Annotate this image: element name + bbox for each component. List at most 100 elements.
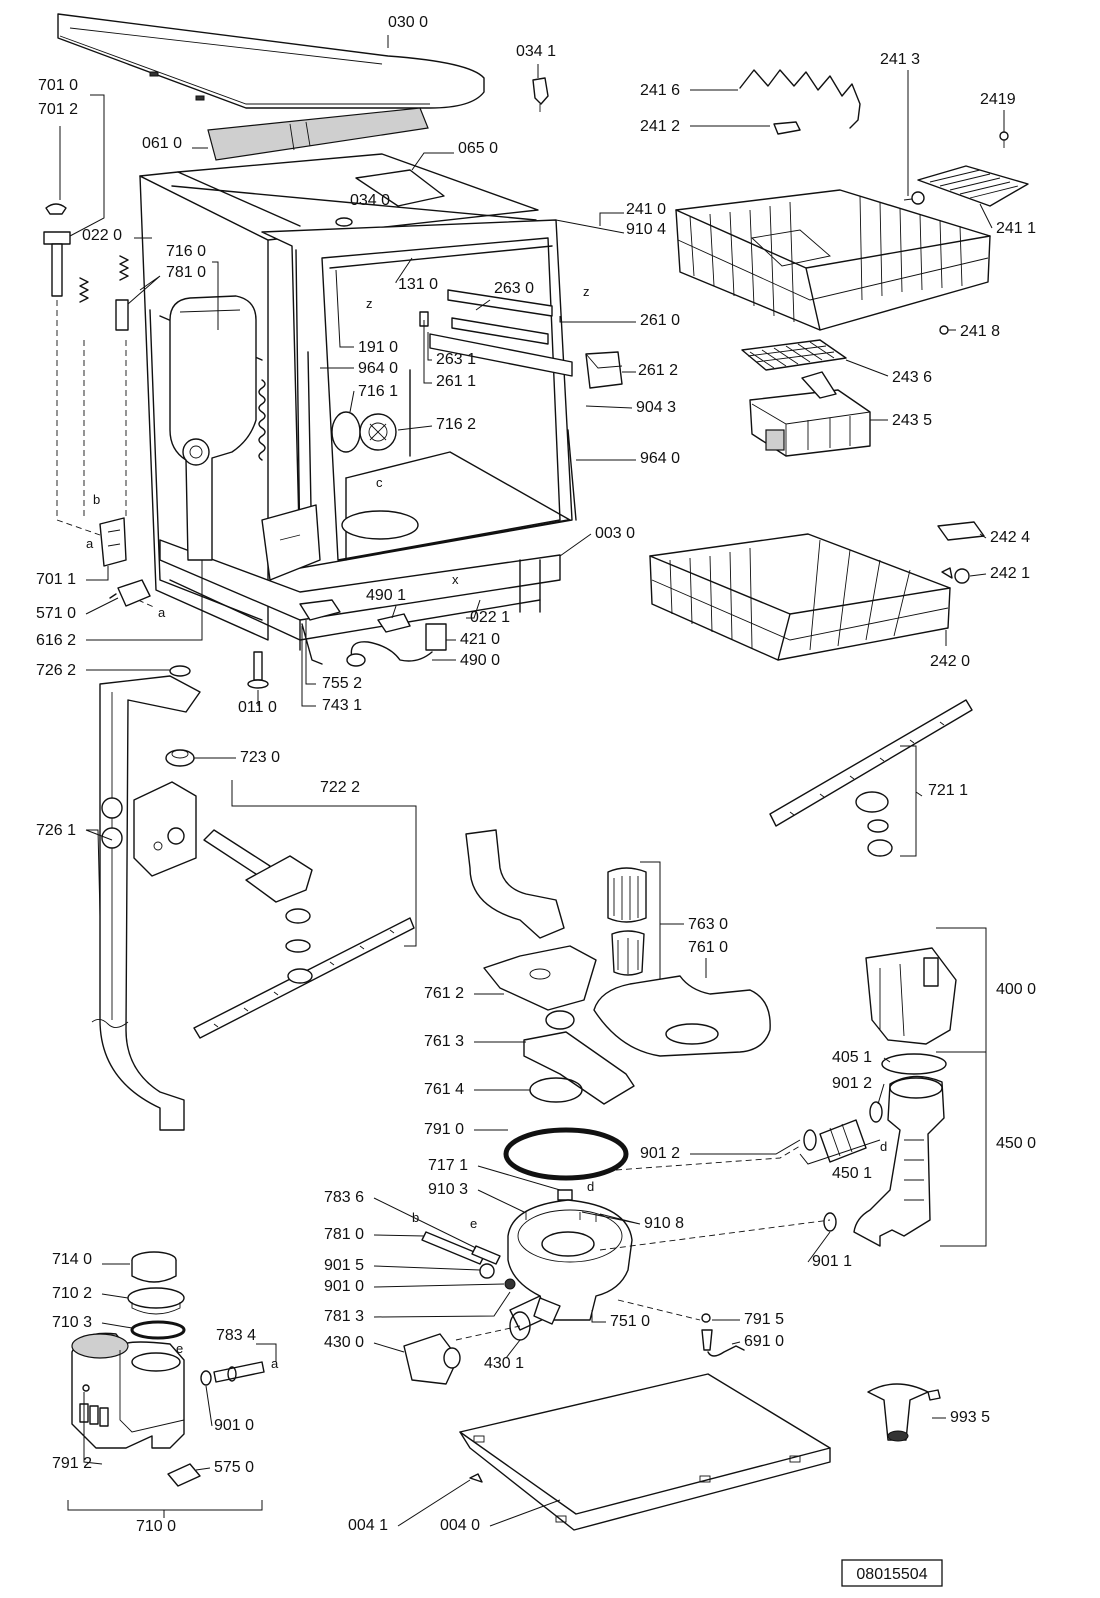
gasket-761-4 bbox=[529, 1077, 583, 1103]
callout-034-0: 034 0 bbox=[350, 192, 390, 209]
wheel-241-3 bbox=[903, 191, 925, 205]
callout-910-8: 910 8 bbox=[644, 1215, 684, 1232]
callout-791-0: 791 0 bbox=[424, 1121, 464, 1138]
callout-714-0: 714 0 bbox=[52, 1251, 92, 1268]
callout-571-0: 571 0 bbox=[36, 605, 76, 622]
marker-e-2: e bbox=[176, 1341, 183, 1356]
callout-191-0: 191 0 bbox=[358, 339, 398, 356]
parts-755-743 bbox=[299, 599, 341, 665]
marker-x-1: x bbox=[452, 572, 459, 587]
callout-755-2: 755 2 bbox=[322, 675, 362, 692]
wheel-242-1 bbox=[941, 567, 970, 584]
clip-241-2 bbox=[773, 121, 801, 135]
marker-a-1: a bbox=[86, 536, 94, 551]
callout-763-0: 763 0 bbox=[688, 916, 728, 933]
switch-575-0 bbox=[167, 1463, 201, 1487]
marker-d-2: d bbox=[880, 1139, 887, 1154]
clamp-901-1 bbox=[823, 1212, 837, 1232]
softener-710-0 bbox=[71, 1332, 185, 1449]
leader-lines bbox=[59, 35, 1005, 1527]
lower-spray-arm-722-2 bbox=[193, 829, 415, 1039]
callout-691-0: 691 0 bbox=[744, 1333, 784, 1350]
callout-241-8: 241 8 bbox=[960, 323, 1000, 340]
callout-004-0: 004 0 bbox=[440, 1517, 480, 1534]
callout-964-0-a: 964 0 bbox=[358, 360, 398, 377]
gasket-710-3 bbox=[130, 1320, 186, 1340]
screw-2419 bbox=[999, 131, 1009, 148]
cutlery-basket-243-5 bbox=[749, 371, 871, 457]
callout-241-0: 241 0 bbox=[626, 201, 666, 218]
callout-241-6: 241 6 bbox=[640, 82, 680, 99]
cutlery-grid-243-6 bbox=[741, 339, 847, 371]
callout-783-4: 783 4 bbox=[216, 1327, 256, 1344]
sensor-691-0 bbox=[701, 1313, 745, 1357]
bracket-450-0 bbox=[940, 1051, 987, 1247]
ring-901-0-a bbox=[504, 1278, 516, 1290]
ring-791-0 bbox=[503, 1127, 629, 1181]
callout-901-1: 901 1 bbox=[812, 1253, 852, 1270]
part-717-1 bbox=[557, 1189, 573, 1201]
callout-701-1: 701 1 bbox=[36, 571, 76, 588]
callout-131-0: 131 0 bbox=[398, 276, 438, 293]
callout-004-1: 004 1 bbox=[348, 1517, 388, 1534]
marker-z-2: z bbox=[583, 284, 590, 299]
spring-wire-241-6 bbox=[739, 69, 861, 129]
callout-723-0: 723 0 bbox=[240, 749, 280, 766]
lower-basket-242-0 bbox=[649, 533, 951, 661]
callout-490-1: 490 1 bbox=[366, 587, 406, 604]
marker-z-1: z bbox=[366, 296, 373, 311]
sump-751-0 bbox=[507, 1199, 633, 1331]
callout-450-0: 450 0 bbox=[996, 1135, 1036, 1152]
callout-904-3: 904 3 bbox=[636, 399, 676, 416]
foot-adjuster bbox=[43, 203, 71, 297]
valve-571-0 bbox=[109, 579, 151, 607]
callout-781-0-a: 781 0 bbox=[166, 264, 206, 281]
callout-710-2: 710 2 bbox=[52, 1285, 92, 1302]
callout-421-0: 421 0 bbox=[460, 631, 500, 648]
filter-763-0 bbox=[607, 867, 647, 976]
callout-901-2-b: 901 2 bbox=[640, 1145, 680, 1162]
callout-2419: 2419 bbox=[980, 91, 1016, 108]
callout-242-4: 242 4 bbox=[990, 529, 1030, 546]
callout-716-0: 716 0 bbox=[166, 243, 206, 260]
callout-430-1: 430 1 bbox=[484, 1355, 524, 1372]
callout-575-0: 575 0 bbox=[214, 1459, 254, 1476]
callout-761-3: 761 3 bbox=[424, 1033, 464, 1050]
callout-910-3: 910 3 bbox=[428, 1181, 468, 1198]
supply-tube-726 bbox=[91, 665, 201, 1131]
pipe-783-4 bbox=[200, 1361, 265, 1386]
filter-plate-761-0 bbox=[593, 975, 771, 1057]
upper-spray-arm-721-1 bbox=[769, 699, 973, 857]
callout-241-3: 241 3 bbox=[880, 51, 920, 68]
callout-726-2: 726 2 bbox=[36, 662, 76, 679]
clip-242-4 bbox=[937, 521, 985, 541]
cap-714-0 bbox=[131, 1251, 177, 1283]
pump-400-0 bbox=[865, 947, 957, 1045]
callout-761-4: 761 4 bbox=[424, 1081, 464, 1098]
cabinet bbox=[139, 153, 577, 651]
hinge-block bbox=[261, 504, 321, 581]
marker-c-1: c bbox=[376, 475, 383, 490]
callout-993-5: 993 5 bbox=[950, 1409, 990, 1426]
bracket-710-0 bbox=[67, 1500, 263, 1518]
callout-261-1: 261 1 bbox=[436, 373, 476, 390]
screw-004-1 bbox=[469, 1473, 483, 1483]
hose-450-1 bbox=[803, 1119, 867, 1163]
callout-716-2: 716 2 bbox=[436, 416, 476, 433]
callout-430-0: 430 0 bbox=[324, 1334, 364, 1351]
callout-490-0: 490 0 bbox=[460, 652, 500, 669]
callout-781-0-b: 781 0 bbox=[324, 1226, 364, 1243]
valve-430-0 bbox=[403, 1333, 461, 1385]
rod-783-6 bbox=[471, 1245, 501, 1265]
part-034-1 bbox=[532, 77, 549, 112]
seal-716 bbox=[331, 411, 397, 453]
upper-basket-241-0 bbox=[675, 189, 991, 331]
callout-721-1: 721 1 bbox=[928, 782, 968, 799]
callout-722-2: 722 2 bbox=[320, 779, 360, 796]
rails-261-263 bbox=[419, 289, 573, 377]
marker-b-2: b bbox=[412, 1210, 419, 1225]
part-761-2 bbox=[483, 945, 597, 1011]
callout-003-0: 003 0 bbox=[595, 525, 635, 542]
